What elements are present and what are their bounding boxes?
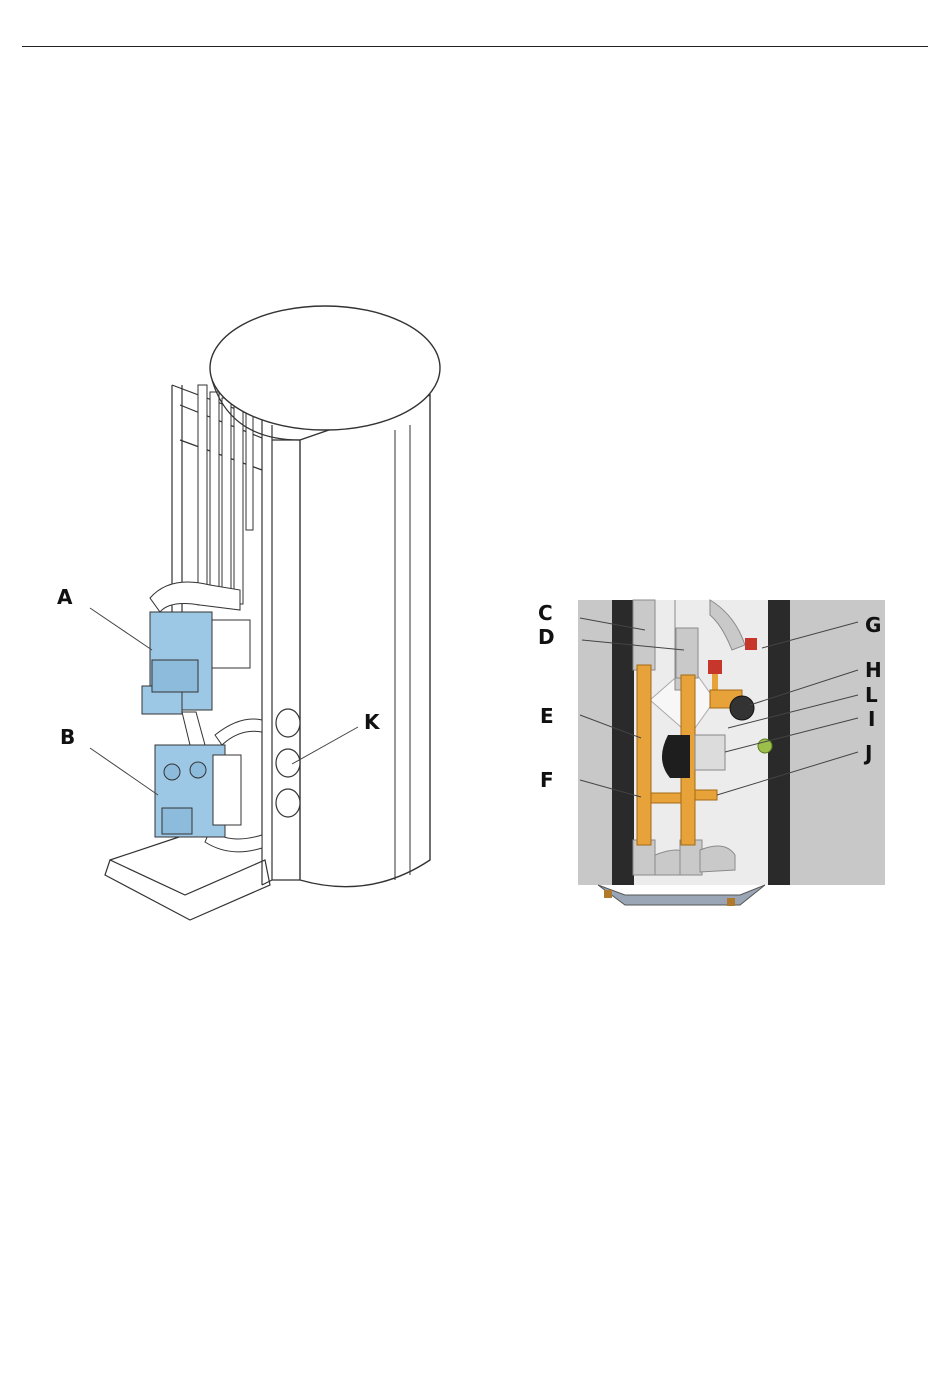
label-f: F [540,768,554,792]
safety-valve [708,660,722,674]
label-h: H [865,658,882,682]
pressure-gauge [730,696,754,720]
label-e: E [540,704,554,728]
label-d: D [538,625,555,649]
label-c: C [538,601,553,625]
label-i: I [868,707,875,731]
left-panel [612,600,634,885]
base-plate [598,885,765,905]
pump [662,735,690,778]
label-j: J [863,741,872,765]
valve-block [695,735,725,770]
fitting [758,739,772,753]
label-l: L [865,683,878,707]
label-g: G [865,613,881,637]
